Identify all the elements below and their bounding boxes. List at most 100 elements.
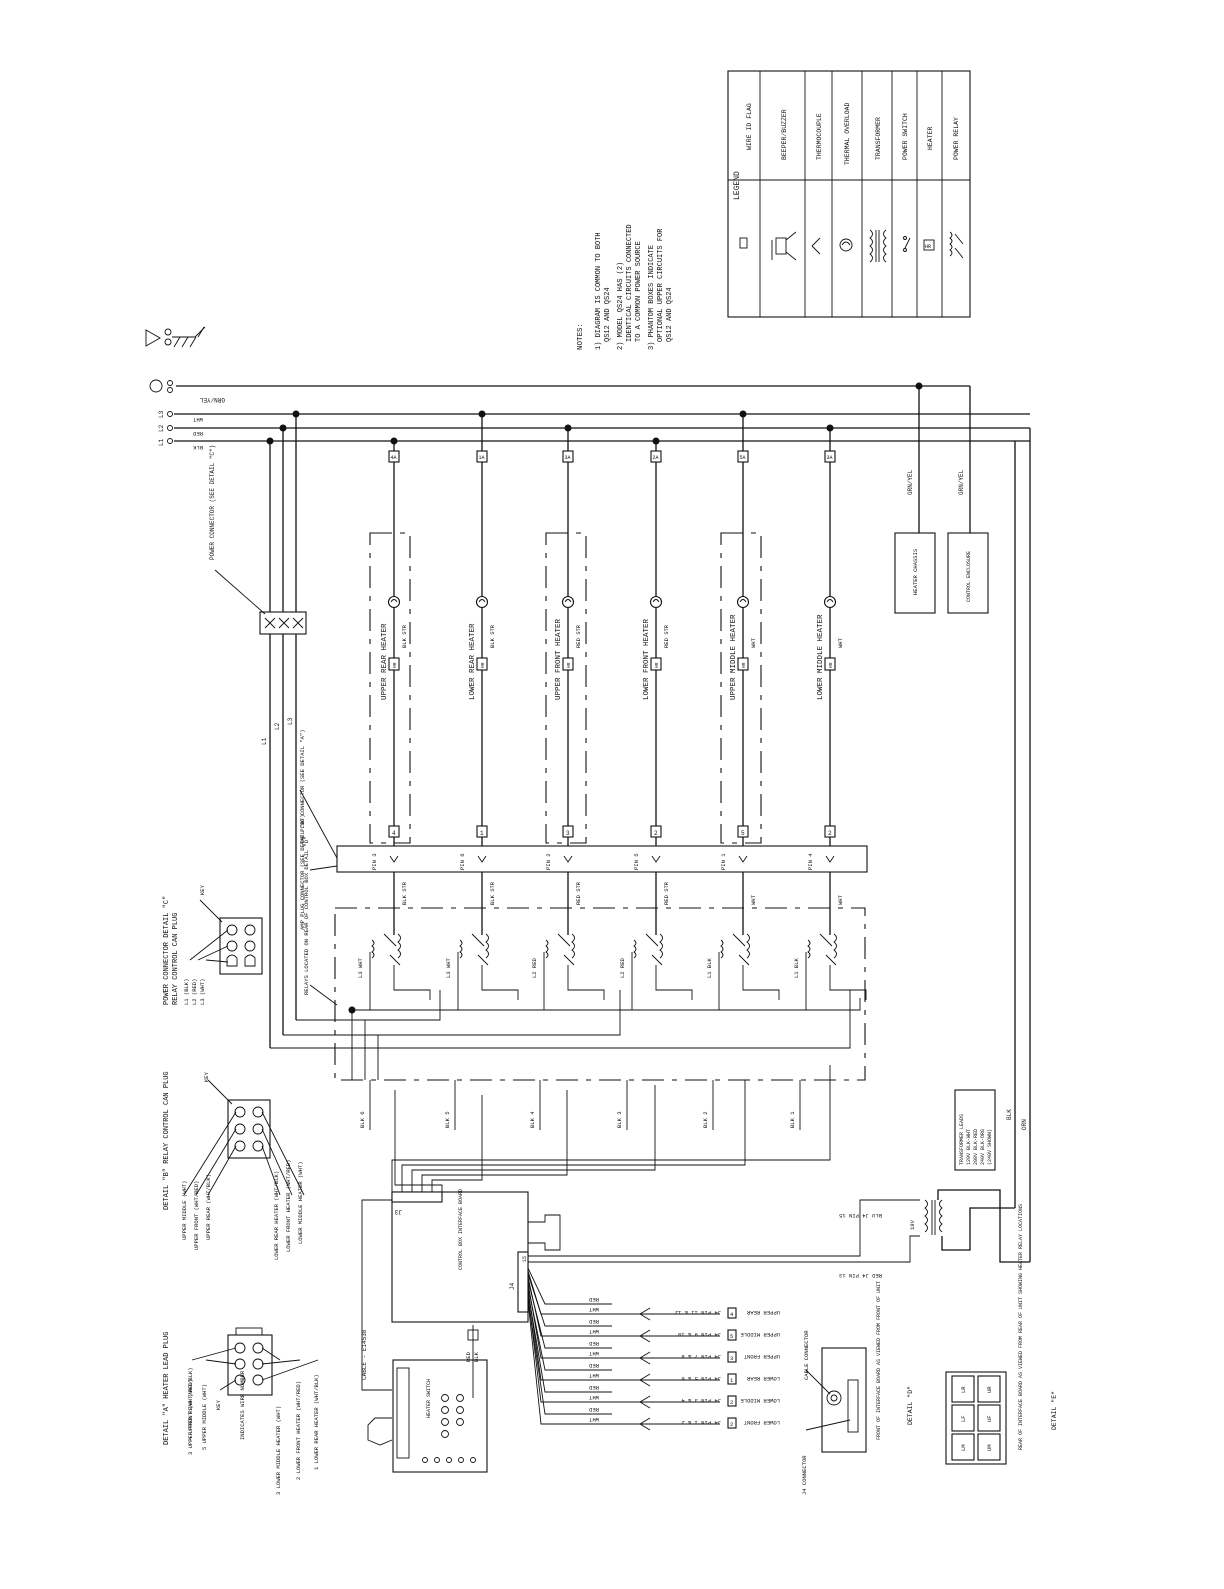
output-wire: [527, 1282, 720, 1359]
output-wire: [527, 1300, 720, 1425]
note-line: TO A COMMON POWER SOURCE: [635, 241, 643, 342]
heater-wire-color: WHT: [837, 894, 844, 905]
transformer-icon: [924, 1199, 943, 1235]
j4-label: J4: [509, 1282, 516, 1290]
output-arrow-icon: [639, 1373, 651, 1387]
heater-icon: [562, 657, 574, 671]
heater-wire-color: BLK STR: [401, 624, 408, 648]
line-label: L2: [158, 424, 165, 432]
power-relay-icon: [949, 231, 964, 259]
power-switch-icon: [903, 236, 911, 252]
heater-name: LOWER MIDDLE HEATER: [817, 614, 825, 700]
power-relay-icon: [459, 933, 489, 966]
output-pin: J4 PIN 5 & 6: [681, 1375, 721, 1382]
ground-wire-label: GRN/YEL: [199, 396, 225, 403]
relay-contact: [645, 933, 659, 947]
blk-wire-label: BLK 3: [616, 1111, 623, 1128]
detail-d-label: J4 CONNECTOR: [801, 1455, 808, 1495]
control-box-interface-board: [391, 1191, 529, 1323]
output-arrow-icon: [639, 1417, 651, 1431]
blk-wire-label: BLK 2: [702, 1111, 709, 1128]
heater-wire-color: RED STR: [575, 624, 582, 648]
plug-pin-icon: [738, 855, 748, 863]
thermocouple-icon: [811, 237, 821, 255]
chassis-label: CONTROL ENCLOSURE: [966, 551, 972, 602]
side-wire: BLK: [1006, 1109, 1013, 1120]
output-wire-color: WHT: [588, 1416, 599, 1423]
relay-return: [742, 965, 780, 1000]
bus-label: L3: [287, 717, 294, 725]
thermal-overload-icon: [736, 595, 750, 609]
detail-c: POWER CONNECTOR DETAIL "C" RELAY CONTROL…: [163, 884, 263, 1005]
output-wire-color: RED: [588, 1406, 599, 1413]
detail-e-labels: REAR OF INTERFACE BOARD AS VIEWED FROM R…: [1018, 1204, 1058, 1450]
legend-label: BEEPER/BUZZER: [781, 109, 788, 160]
output-pin: J4 PIN 11 & 12: [675, 1309, 721, 1316]
plug-pin-icon: [389, 855, 399, 863]
transformer-leads-title: TRANSFORMER LEADS: [959, 1114, 965, 1165]
detail-c-item: KEY: [199, 884, 206, 895]
amp-plug-strip: [336, 845, 868, 873]
detail-c-subtitle: RELAY CONTROL CAN PLUG: [172, 913, 180, 1005]
thermal-overload-icon: [823, 595, 837, 609]
wire-id-flag-icon: [824, 825, 836, 838]
notes-title: NOTES:: [577, 323, 585, 350]
output-arrow-icon: [639, 1395, 651, 1409]
output-wire: [527, 1297, 612, 1415]
relay-coil: [833, 933, 837, 959]
blk-wire-label: BLK 6: [359, 1111, 366, 1128]
wire-id-flag-icon: [824, 450, 836, 463]
heater-name: UPPER MIDDLE HEATER: [730, 614, 738, 700]
transformer-top: BLU J4 PIN 15: [839, 1212, 882, 1219]
transformer-bottom: RED J4 PIN 13: [839, 1272, 882, 1279]
thermal-overload-glyph: [739, 599, 747, 603]
l3-bus: [296, 990, 441, 1021]
j4-connector: [517, 1251, 529, 1313]
note-line: IDENTICAL CIRCUITS CONNECTED: [626, 224, 634, 342]
detail-a-item: 1 LOWER REAR HEATER (WHT/BLK): [313, 1374, 320, 1470]
heater-icon: [388, 657, 400, 671]
detail-a: DETAIL "A" HEATER LEAD PLUG 4 UPPER REAR…: [163, 1327, 320, 1495]
output-pin: J4 PIN 1 & 2: [681, 1419, 721, 1426]
relay-contact: [389, 954, 401, 966]
legend-label: TRANSFORMER: [875, 117, 882, 160]
transformer-icon: [869, 229, 887, 263]
note-line: 3) PHANTOM BOXES INDICATE: [648, 245, 656, 350]
wire-id: 1A: [479, 455, 485, 461]
relay-contact: [732, 933, 746, 947]
wire-id-flag-icon: [650, 825, 662, 838]
transformer-leads-line: 208V BLK-RED: [973, 1129, 979, 1165]
wire-id-flag-icon: [476, 825, 488, 838]
wire-id-flag-icon: [388, 450, 400, 463]
relay-return: [567, 965, 605, 1000]
output-flag: 1: [730, 1377, 734, 1384]
detail-b-item: LOWER MIDDLE HEATER (WHT): [297, 1161, 304, 1244]
thermal-overload-glyph: [826, 599, 834, 603]
detail-b: DETAIL "B" RELAY CONTROL CAN PLUG KEY UP…: [163, 1071, 305, 1260]
line-label: L1: [158, 438, 165, 446]
notes: NOTES: 1) DIAGRAM IS COMMON TO BOTH QS12…: [577, 224, 674, 350]
heater-wire-color: RED STR: [663, 624, 670, 648]
output-name: UPPER REAR: [746, 1309, 780, 1316]
wire-id: 2A: [653, 455, 659, 461]
output-flag: 2: [730, 1399, 733, 1406]
relay-wire-label: L2 RED: [531, 957, 538, 978]
relay-wire-label: L1 BLK: [793, 957, 800, 978]
heater-name: LOWER FRONT HEATER: [643, 618, 651, 700]
relay-return: [393, 965, 431, 1000]
heater-wire-color: WHT: [837, 637, 844, 648]
wire-id-flag-icon: [737, 825, 749, 838]
blk-wire-label: BLK 4: [529, 1111, 536, 1128]
legend-label: POWER RELAY: [953, 117, 960, 160]
thermal-overload-icon: [475, 595, 489, 609]
output-wire-color: WHT: [588, 1328, 599, 1335]
relay-contact: [738, 954, 750, 966]
relay-wire-label: L3 WHT: [357, 957, 364, 978]
